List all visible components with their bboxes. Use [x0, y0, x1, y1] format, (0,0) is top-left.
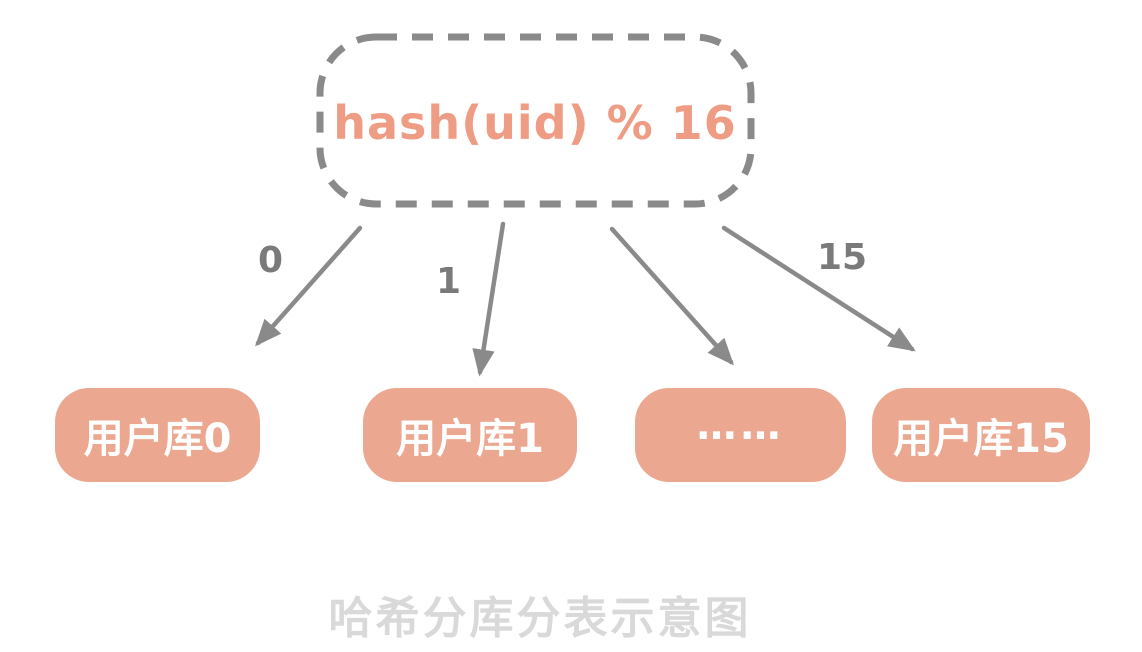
arrow-to-shard-2 [609, 226, 735, 366]
arrow-to-shard-3 [721, 225, 916, 352]
diagram-caption: 哈希分库分表示意图 [328, 593, 752, 644]
shard-box-db1: 用户库1 [363, 388, 577, 482]
hash-node-dashed-border [316, 33, 755, 208]
shard-box-db0: 用户库0 [55, 388, 260, 482]
shard-box-db15: 用户库15 [872, 388, 1090, 482]
arrow-label-15: 15 [817, 237, 868, 278]
arrow-label-1: 1 [436, 261, 462, 302]
arrow-to-shard-1 [472, 221, 506, 377]
arrow-label-0: 0 [258, 240, 284, 281]
hash-function-node: hash(uid) % 16 [333, 96, 737, 150]
shard-box-ellipsis: …… [635, 388, 846, 482]
arrow-to-shard-0 [255, 225, 363, 347]
